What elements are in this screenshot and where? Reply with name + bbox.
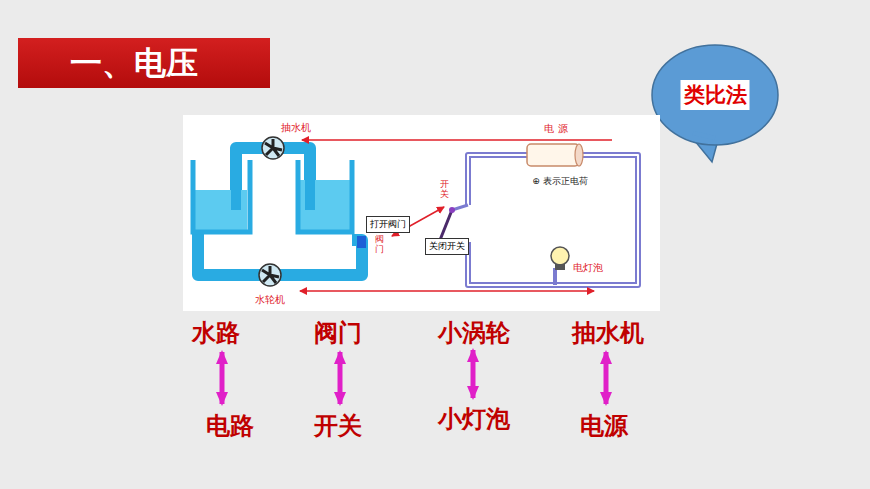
speech-bubble: 类比法 <box>652 45 778 145</box>
analogy-term: 水路 <box>192 317 240 349</box>
note-box: 打开阀门 <box>366 216 410 233</box>
flow-arrow <box>300 290 594 292</box>
speech-bubble <box>652 45 778 162</box>
analogy-term: 电路 <box>206 410 254 442</box>
note-label: ⊕ 表示正电荷 <box>530 175 589 188</box>
title-banner: 一、电压 <box>18 38 270 88</box>
part-label: 电 源 <box>542 122 569 136</box>
part-label: 电灯泡 <box>571 261 605 275</box>
note-box: 关闭开关 <box>425 238 469 255</box>
water-circuit <box>193 137 366 286</box>
panel <box>183 115 660 311</box>
analogy-term: 小灯泡 <box>438 403 510 435</box>
bubble-text: 类比法 <box>681 80 750 110</box>
analogy-term: 抽水机 <box>572 317 644 349</box>
part-label: 开关 <box>440 180 449 200</box>
note-text: 打开阀门 <box>370 219 406 229</box>
part-label: 水轮机 <box>253 293 287 307</box>
electric-circuit <box>440 144 638 285</box>
analogy-term: 电源 <box>580 410 628 442</box>
note-text: 关闭开关 <box>429 241 465 251</box>
flow-arrow <box>302 139 612 141</box>
analogy-term: 开关 <box>314 410 362 442</box>
part-label: 阀门 <box>375 235 384 255</box>
analogy-arrows <box>222 350 606 404</box>
part-label: 抽水机 <box>279 121 313 135</box>
analogy-term: 阀门 <box>314 317 362 349</box>
analogy-term: 小涡轮 <box>438 317 510 349</box>
